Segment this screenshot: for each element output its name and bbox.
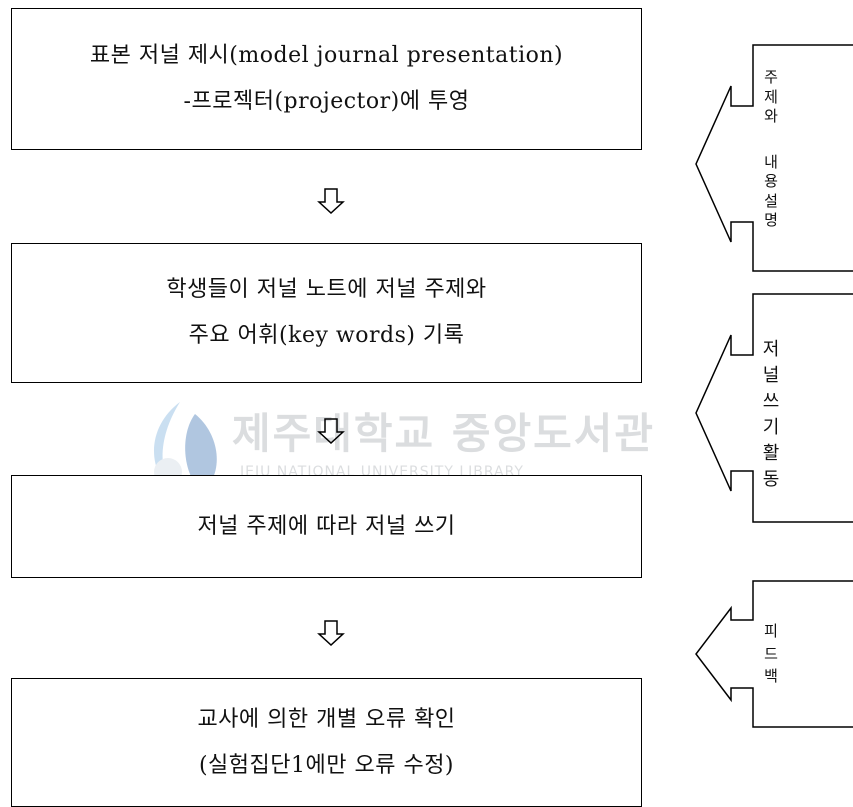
label-char: 활 bbox=[762, 443, 780, 465]
left-arrow-callout-icon bbox=[695, 580, 853, 728]
down-arrow-icon bbox=[317, 418, 345, 444]
label-char: 드 bbox=[764, 644, 778, 663]
label-char: 와 bbox=[764, 107, 778, 125]
side-callout-journal-activity: 저 널 쓰 기 활 동 bbox=[695, 293, 853, 523]
side-label-journal: 저 널 쓰 기 활 동 bbox=[757, 337, 785, 494]
left-arrow-callout-icon bbox=[695, 44, 853, 272]
step-text: 주요 어휘(key words) 기록 bbox=[188, 323, 465, 348]
side-callout-feedback: 피 드 백 bbox=[695, 580, 853, 728]
label-char: 저 bbox=[762, 339, 780, 360]
label-char: 피 bbox=[764, 622, 778, 640]
step-box-journal-writing: 저널 주제에 따라 저널 쓰기 bbox=[11, 475, 642, 578]
side-label-topic: 주 제 와 내 용 설 명 bbox=[757, 68, 785, 231]
label-char: 백 bbox=[764, 667, 778, 685]
down-arrow-icon bbox=[317, 620, 345, 646]
step-text: 저널 주제에 따라 저널 쓰기 bbox=[197, 513, 456, 539]
step-text: -프로젝터(projector)에 투영 bbox=[183, 89, 470, 114]
left-arrow-callout-icon bbox=[695, 293, 853, 523]
label-char: 쓰 bbox=[762, 391, 780, 413]
label-char: 설 bbox=[764, 191, 778, 210]
side-label-feedback: 피 드 백 bbox=[757, 620, 785, 688]
label-char: 기 bbox=[762, 417, 780, 439]
label-char: 내 bbox=[764, 152, 778, 171]
label-char: 명 bbox=[764, 211, 778, 229]
label-char: 주 bbox=[764, 68, 778, 86]
down-arrow-icon bbox=[317, 188, 345, 214]
label-char: 널 bbox=[762, 365, 780, 387]
step-box-error-check: 교사에 의한 개별 오류 확인 (실험집단1에만 오류 수정) bbox=[11, 678, 642, 807]
label-char: 용 bbox=[764, 172, 778, 190]
watermark-title: 제주대학교 중앙도서관 bbox=[232, 409, 656, 458]
step-box-model-journal: 표본 저널 제시(model journal presentation) -프로… bbox=[11, 8, 642, 150]
step-text: 학생들이 저널 노트에 저널 주제와 bbox=[166, 277, 487, 302]
label-char: 제 bbox=[764, 87, 778, 106]
step-text: 교사에 의한 개별 오류 확인 bbox=[197, 706, 456, 732]
step-box-record-keywords: 학생들이 저널 노트에 저널 주제와 주요 어휘(key words) 기록 bbox=[11, 243, 642, 383]
step-text: 표본 저널 제시(model journal presentation) bbox=[89, 43, 564, 68]
label-char: 동 bbox=[762, 469, 780, 491]
step-text: (실험집단1에만 오류 수정) bbox=[198, 752, 455, 778]
side-callout-topic-explanation: 주 제 와 내 용 설 명 bbox=[695, 44, 853, 272]
